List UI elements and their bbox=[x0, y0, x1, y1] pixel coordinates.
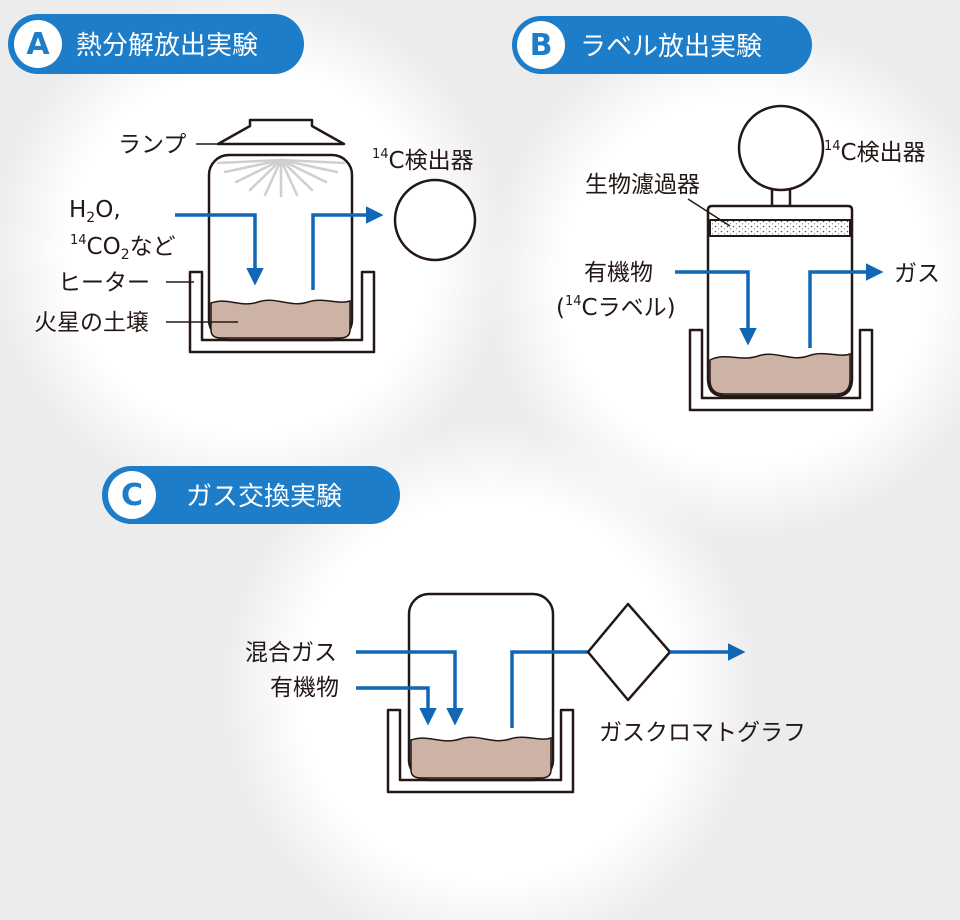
light-rays bbox=[216, 158, 346, 198]
arrow-gas-out-a bbox=[311, 206, 384, 290]
panel-b-title: ラベル放出実験 bbox=[580, 32, 762, 62]
arrow-organics-in-c bbox=[356, 686, 437, 726]
gas-label-a-line2: 14CO2など bbox=[70, 233, 176, 263]
panel-c-title-pill bbox=[102, 466, 400, 524]
chamber-a bbox=[207, 153, 354, 342]
gas-label-a-line1: H2O, bbox=[69, 197, 121, 226]
panel-a: A 熱分解放出実験 ランプ 14C検出器 bbox=[8, 14, 477, 354]
panel-c: C ガス交換実験 混合ガス 有機物 ガスクロマトグラフ bbox=[102, 466, 806, 794]
panel-a-letter-circle bbox=[14, 20, 62, 68]
panel-c-letter-circle bbox=[108, 471, 156, 519]
panel-a-letter: A bbox=[26, 27, 50, 62]
arrow-gas-out-b bbox=[808, 263, 884, 348]
arrow-organics-in-b bbox=[675, 270, 757, 346]
panel-a-title: 熱分解放出実験 bbox=[76, 31, 258, 61]
arrow-mixed-gas-in bbox=[356, 650, 464, 726]
organics-label-c: 有機物 bbox=[270, 675, 339, 701]
tray-b bbox=[688, 328, 874, 412]
detector-a-label: 14C検出器 bbox=[372, 147, 474, 174]
panel-c-letter: C bbox=[121, 478, 143, 513]
heater-label: ヒーター bbox=[58, 270, 150, 296]
chromatograph-label: ガスクロマトグラフ bbox=[599, 720, 806, 746]
filter-label: 生物濾過器 bbox=[585, 172, 700, 198]
panel-b-letter: B bbox=[530, 28, 553, 63]
lamp-label: ランプ bbox=[118, 132, 186, 158]
detector-b-label: 14C検出器 bbox=[824, 139, 926, 166]
heater-tray bbox=[188, 270, 376, 354]
panel-c-title: ガス交換実験 bbox=[186, 482, 342, 512]
chromatograph-diamond bbox=[586, 602, 672, 702]
panel-b-title-pill bbox=[512, 16, 812, 74]
soil-b bbox=[709, 352, 851, 395]
soil-label: 火星の土壌 bbox=[34, 310, 149, 336]
soil-a bbox=[210, 299, 351, 339]
arrow-gas-out-c bbox=[510, 650, 588, 728]
gas-label-b: ガス bbox=[894, 261, 940, 287]
tray-c bbox=[386, 708, 575, 794]
soil-c bbox=[410, 736, 552, 779]
arrow-gas-in-a bbox=[175, 213, 264, 286]
biofilter bbox=[709, 219, 851, 237]
detector-a bbox=[393, 178, 477, 262]
filter-leader bbox=[687, 198, 731, 227]
label-note-b: (14Cラベル) bbox=[556, 294, 676, 321]
panel-b: B ラベル放出実験 14C検出器 生物濾過器 有機物 (14Cラベル) ガス bbox=[512, 16, 940, 412]
panel-b-letter-circle bbox=[517, 21, 565, 69]
chamber-b bbox=[706, 204, 854, 398]
panel-a-title-pill bbox=[8, 14, 304, 74]
detector-b bbox=[737, 104, 825, 192]
organics-label-b: 有機物 bbox=[584, 260, 653, 286]
mixed-gas-label: 混合ガス bbox=[245, 640, 337, 666]
lamp-shape bbox=[216, 118, 346, 146]
